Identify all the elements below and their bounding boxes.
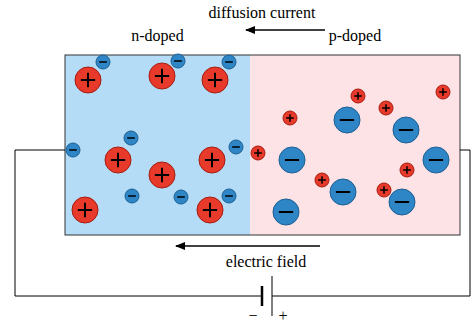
positive-charge xyxy=(199,147,225,173)
region-label: p-doped xyxy=(250,26,460,45)
negative-charge xyxy=(229,140,243,154)
positive-charge xyxy=(251,146,265,160)
charge-sign xyxy=(442,88,444,96)
charge-sign xyxy=(174,60,182,62)
negative-charge xyxy=(330,179,356,205)
charge-sign xyxy=(69,149,77,151)
negative-charge xyxy=(174,190,188,204)
charge-sign xyxy=(87,73,89,87)
positive-charge xyxy=(400,163,414,177)
charge-sign xyxy=(395,201,409,203)
positive-charge xyxy=(351,89,365,103)
negative-charge xyxy=(171,54,185,68)
charge-sign xyxy=(161,168,163,182)
positive-charge xyxy=(75,67,101,93)
charge-sign xyxy=(209,203,211,217)
charge-sign xyxy=(161,69,163,83)
positive-charge xyxy=(149,162,175,188)
n-region-fill xyxy=(65,55,250,235)
positive-charge xyxy=(202,67,228,93)
arrow-label: diffusion current xyxy=(209,3,316,22)
region-label: n-doped xyxy=(65,26,250,45)
right-wire xyxy=(272,150,470,296)
battery-negative-plate xyxy=(261,286,264,306)
negative-charge xyxy=(222,55,236,69)
negative-charge xyxy=(96,55,110,69)
charge-sign xyxy=(225,61,233,63)
charge-sign xyxy=(289,114,291,122)
charge-sign xyxy=(211,153,213,167)
charge-sign xyxy=(336,191,350,193)
charge-sign xyxy=(117,153,119,167)
polarity-sign: + xyxy=(278,306,287,325)
positive-charge xyxy=(436,85,450,99)
charge-sign xyxy=(340,119,354,121)
negative-charge xyxy=(334,107,360,133)
positive-charge xyxy=(197,197,223,223)
battery-positive-plate xyxy=(272,276,273,316)
charge-carriers xyxy=(66,54,450,225)
charge-sign xyxy=(385,104,387,112)
charge-sign xyxy=(399,129,413,131)
negative-charge xyxy=(423,147,449,173)
p-region-fill xyxy=(250,55,460,235)
charge-sign xyxy=(99,61,107,63)
positive-charge xyxy=(72,197,98,223)
charge-sign xyxy=(128,195,136,197)
junction-outline xyxy=(65,55,460,235)
positive-charge xyxy=(377,183,391,197)
charge-sign xyxy=(84,203,86,217)
positive-charge xyxy=(149,63,175,89)
doped-region: n-doped xyxy=(65,26,250,235)
negative-charge xyxy=(66,143,80,157)
charge-sign xyxy=(279,211,293,213)
charge-sign xyxy=(127,137,135,139)
positive-charge xyxy=(315,173,329,187)
charge-sign xyxy=(225,195,233,197)
charge-sign xyxy=(321,176,323,184)
positive-charge xyxy=(379,101,393,115)
charge-sign xyxy=(285,159,299,161)
positive-charge xyxy=(105,147,131,173)
charge-sign xyxy=(429,159,443,161)
charge-sign xyxy=(383,186,385,194)
doped-region: p-doped xyxy=(250,26,460,235)
negative-charge xyxy=(389,189,415,215)
negative-charge xyxy=(279,147,305,173)
negative-charge xyxy=(124,131,138,145)
diffusion-arrow xyxy=(246,29,325,31)
charge-sign xyxy=(214,73,216,87)
negative-charge xyxy=(125,189,139,203)
charge-sign xyxy=(257,149,259,157)
charge-sign xyxy=(177,196,185,198)
left-wire xyxy=(15,150,262,296)
positive-charge xyxy=(283,111,297,125)
negative-charge xyxy=(393,117,419,143)
arrow-label: electric field xyxy=(224,252,308,271)
polarity-sign: − xyxy=(248,306,257,325)
charge-sign xyxy=(232,146,240,148)
charge-sign xyxy=(406,166,408,174)
field-arrow xyxy=(176,245,320,247)
negative-charge xyxy=(273,199,299,225)
negative-charge xyxy=(222,189,236,203)
charge-sign xyxy=(357,92,359,100)
